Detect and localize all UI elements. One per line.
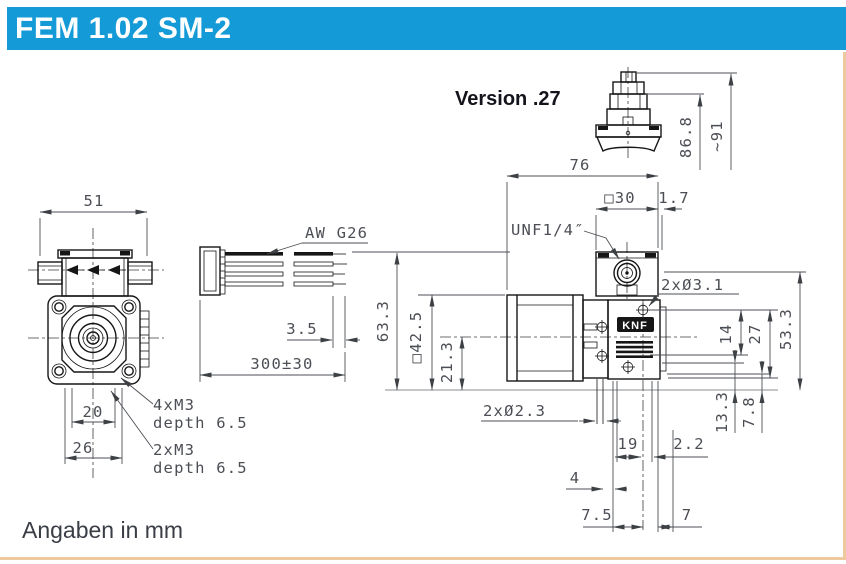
page-title: FEM 1.02 SM-2	[15, 11, 232, 45]
callout-holes-bottom: 2xØ2.3	[483, 402, 546, 420]
head-notch	[60, 251, 70, 256]
dim-axis-height: 21.3	[438, 341, 456, 383]
screws	[595, 303, 650, 374]
dim-19: 19	[617, 435, 638, 453]
version-27-fitting: 86.8 ~91	[595, 67, 737, 170]
dim-7-8: 7.8	[740, 396, 758, 428]
dim-86-8: 86.8	[677, 116, 695, 158]
dim-overall-height: 63.3	[374, 300, 392, 342]
title-bar: FEM 1.02 SM-2	[7, 7, 846, 50]
side-connector-comb	[139, 310, 150, 368]
callout-4xM3-depth: depth 6.5	[153, 414, 248, 432]
technical-drawing: 51 20 26 4xM3 depth 6.5 2xM3 depth 6.5	[28, 67, 806, 532]
units-note: Angaben in mm	[22, 517, 184, 543]
dim-length: 76	[569, 156, 590, 174]
dim-7: 7	[682, 506, 693, 524]
dim-port-height: 53.3	[777, 308, 795, 350]
callout-2xM3-depth: depth 6.5	[153, 459, 248, 477]
dim-strip-length: 3.5	[286, 320, 318, 338]
flow-direction-arrows	[66, 265, 126, 275]
vent-slots	[616, 341, 653, 358]
corner-screws	[51, 299, 137, 379]
brand-logo	[617, 317, 654, 332]
callout-2xM3: 2xM3	[153, 441, 195, 459]
dim-flange-spacing: 26	[72, 439, 93, 457]
dim-91: ~91	[708, 120, 726, 152]
pin	[583, 341, 598, 349]
dim-4: 4	[570, 469, 581, 487]
callout-4xM3: 4xM3	[153, 396, 195, 414]
dim-hole-spacing: 20	[82, 403, 103, 421]
page-border-bottom	[0, 557, 846, 560]
cable-connector	[199, 246, 221, 296]
dim-head-square: □30	[604, 189, 636, 207]
callout-port-thread: UNF1/4″	[511, 221, 585, 239]
dim-13-3: 13.3	[713, 391, 731, 433]
wires	[224, 252, 347, 287]
dim-front-width: 51	[83, 192, 104, 210]
front-view: 51 20 26 4xM3 depth 6.5 2xM3 depth 6.5	[28, 192, 248, 478]
dim-2-2: 2.2	[673, 435, 705, 453]
dim-motor-square: □42.5	[407, 311, 425, 364]
callout-holes-top: 2xØ3.1	[661, 276, 724, 294]
tube-right	[127, 261, 153, 285]
page-border-right	[843, 52, 846, 560]
cable-view: AW G26 3.5 300±30	[199, 224, 368, 382]
brand-logo-text: KNF	[622, 320, 648, 332]
head-notch	[120, 251, 130, 256]
dim-14: 14	[717, 323, 735, 344]
dim-7-5: 7.5	[581, 506, 613, 524]
side-view: 63.3 □42.5 21.3	[352, 156, 806, 532]
dim-cable-length: 300±30	[250, 355, 313, 373]
callout-wire-gauge: AW G26	[305, 224, 368, 242]
shaft-bore	[61, 306, 125, 370]
motor-body	[506, 294, 584, 382]
tube-left	[37, 261, 63, 285]
dim-offset: 1.7	[658, 189, 690, 207]
dim-27: 27	[746, 323, 764, 344]
port	[613, 259, 641, 287]
version-label: Version .27	[455, 88, 561, 110]
